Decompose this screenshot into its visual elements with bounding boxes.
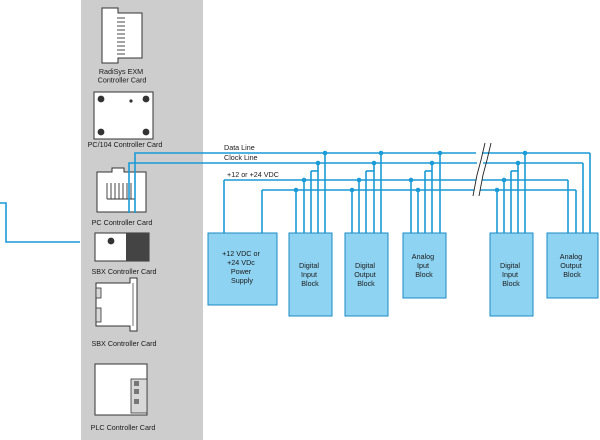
plc-card-label: PLC Controller Card (91, 423, 156, 432)
power-supply-label: +12 VDC or +24 VDc Power Supply (222, 249, 262, 285)
sbx-card-icon-1 (94, 232, 150, 262)
digital-input-block-1 (288, 232, 333, 317)
analog-output-block-1 (546, 232, 599, 299)
radisys-card-icon (101, 7, 143, 64)
digital-output-block-1 (344, 232, 389, 317)
data-line (134, 152, 476, 213)
pc-card-label: PC Controller Card (92, 218, 153, 227)
bus-break-marks (472, 142, 492, 197)
plc-card-icon (94, 363, 148, 416)
pc104-card-label: PC/104 Controller Card (88, 140, 163, 149)
analog-input-block-1 (402, 232, 447, 299)
digital-input-label-2: Digital Input Block (500, 261, 522, 288)
power-supply-block (207, 232, 278, 306)
pc-card-icon (96, 167, 147, 213)
data-line-label: Data Line (224, 143, 255, 152)
sbx-card-label-2: SBX Controller Card (91, 339, 156, 348)
clock-line-label: Clock Line (224, 153, 258, 162)
clock-line (128, 162, 477, 213)
junction-dots (293, 150, 528, 193)
digital-input-label-1: Digital Input Block (299, 261, 321, 288)
digital-output-label-1: Digital Output Block (354, 261, 378, 288)
analog-output-label-1: Analog Output Block (560, 252, 584, 279)
power-line-label: +12 or +24 VDC (227, 170, 279, 179)
sbx-card-icon-2 (95, 277, 138, 332)
sbx-card-label-1: SBX Controller Card (91, 267, 156, 276)
external-cable (0, 202, 80, 243)
analog-input-label-1: Analog Iput Block (412, 252, 436, 279)
digital-input-block-2 (489, 232, 534, 317)
radisys-card-label: RadiSys EXM Controller Card (98, 67, 147, 85)
pc104-card-icon (93, 91, 154, 140)
